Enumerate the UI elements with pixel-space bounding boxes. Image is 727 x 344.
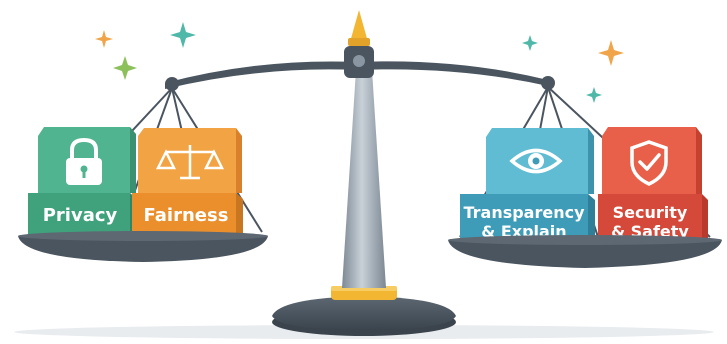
fairness-block: Fairness xyxy=(132,128,243,237)
privacy-block: Privacy xyxy=(28,127,137,237)
fairness-label: Fairness xyxy=(144,205,229,226)
scales-icon xyxy=(155,145,225,180)
lock-icon xyxy=(66,137,102,185)
scale-beam xyxy=(165,10,555,91)
scale-base xyxy=(272,286,456,336)
scale-post xyxy=(342,70,386,288)
security-label-line1: Security xyxy=(613,203,688,222)
transparency-label-line1: Transparency xyxy=(463,203,585,222)
left-pan xyxy=(18,231,268,262)
transparency-block: Transparency & Explain xyxy=(460,128,595,242)
eye-icon xyxy=(509,148,563,174)
privacy-label: Privacy xyxy=(43,205,118,226)
shield-check-icon xyxy=(630,140,668,186)
sparkle-icon xyxy=(95,22,624,103)
security-block: Security & Safety xyxy=(598,127,708,242)
right-pan xyxy=(448,235,722,268)
